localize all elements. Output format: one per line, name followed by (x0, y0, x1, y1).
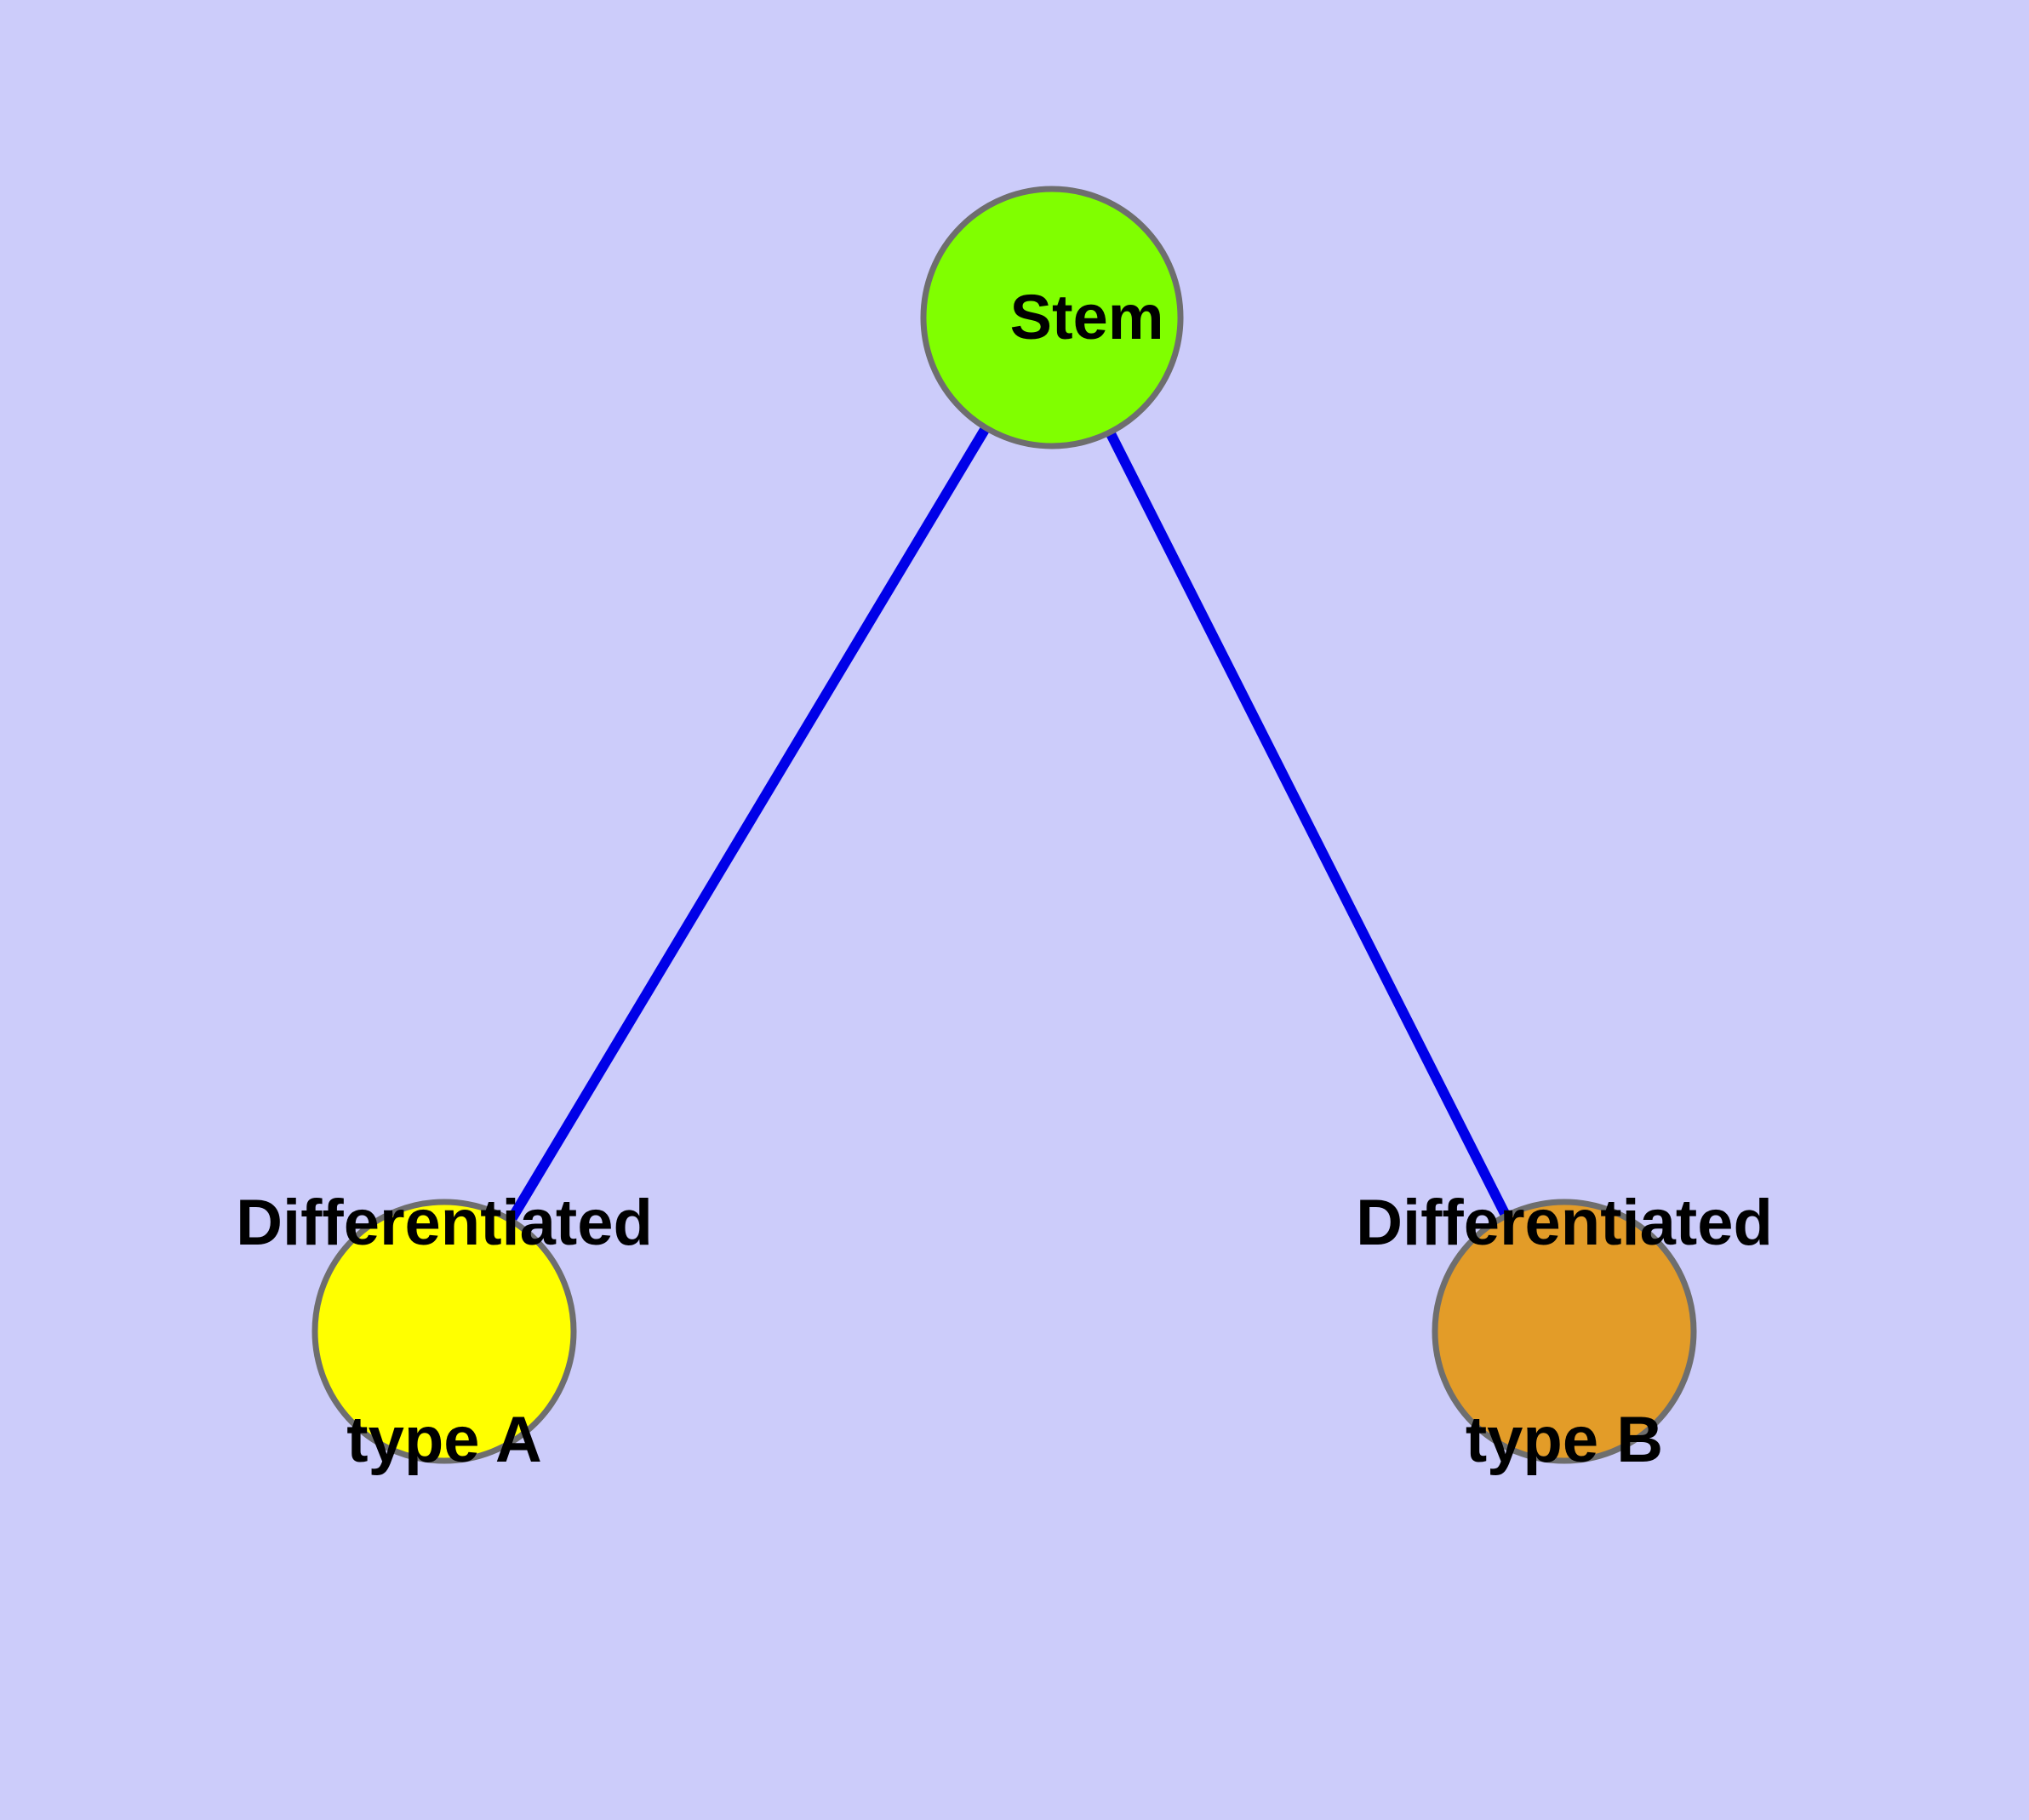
graph-edge-stem-to-diff-a[interactable] (439, 314, 1057, 1335)
node-layer (311, 186, 1697, 1464)
graph-node-diff-b[interactable] (1432, 1199, 1697, 1464)
edge-layer (439, 314, 1569, 1335)
graph-node-stem[interactable] (920, 186, 1184, 449)
graph-edge-stem-to-diff-b[interactable] (1047, 315, 1569, 1334)
graph-node-diff-a[interactable] (311, 1199, 577, 1464)
